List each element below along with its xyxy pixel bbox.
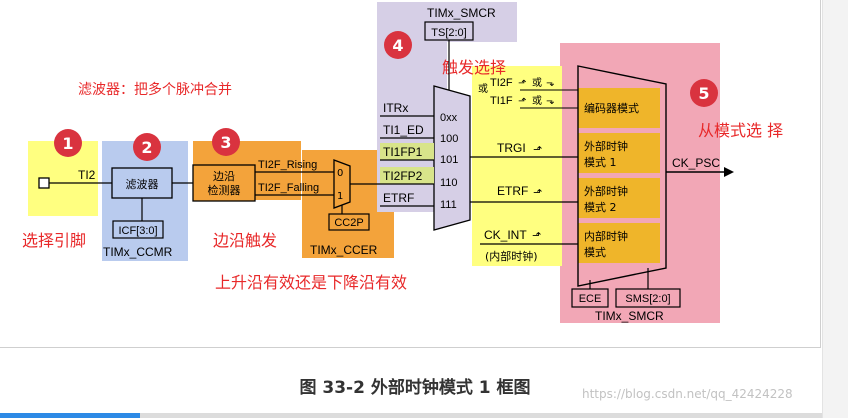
ece-label: ECE [579, 293, 602, 305]
polarity-mux-0: 0 [337, 168, 343, 179]
step-circle-5: 5 [690, 79, 718, 107]
mux-input-ti1-ed: TI1_ED [383, 123, 424, 137]
enc-in-ti2f: TI2F [490, 77, 513, 89]
content-frame [0, 0, 821, 348]
trigger-mux-code-1: 100 [440, 133, 458, 145]
enc-in-or-2: 或 [532, 95, 542, 107]
trigger-mux-code-4: 111 [440, 199, 457, 211]
ti2fp2-highlight [380, 167, 434, 184]
ck-int-edge-icon: ⬏ [532, 229, 541, 242]
step-circle-2-label: 2 [141, 138, 152, 157]
figure-caption: 图 33-2 外部时钟模式 1 框图 [299, 378, 531, 398]
enc-in-ti2f-edge2: ⬎ [546, 78, 554, 89]
etrf-label: ETRF [497, 184, 528, 198]
ext-clk1-line1: 外部时钟 [584, 139, 628, 153]
ext-clk1-line2: 模式 1 [584, 156, 617, 169]
ck-psc-arrowhead [724, 167, 734, 177]
edge-detector-box [192, 164, 256, 202]
trigger-mux-code-0: 0xx [440, 112, 458, 124]
cc2p-label: CC2P [334, 217, 363, 229]
icf-box [112, 220, 164, 239]
trgi-label: TRGI [497, 141, 526, 155]
sms-box [615, 288, 681, 308]
region-slave-inputs [472, 66, 562, 266]
mux-input-ti2fp2: TI2FP2 [383, 169, 423, 183]
step-circle-5-label: 5 [698, 84, 709, 103]
enc-in-or-1: 或 [532, 77, 542, 89]
enc-in-ti1f-edge2: ⬎ [546, 96, 554, 107]
annotation-select-pin: 选择引脚 [22, 231, 86, 250]
step-circle-1: 1 [54, 129, 82, 157]
polarity-mux [333, 159, 351, 209]
enc-in-ti1f-edge: ⬏ [518, 96, 526, 107]
encoder-mode-label: 编码器模式 [584, 101, 639, 115]
ti2f-falling-label: TI2F_Falling [258, 182, 319, 194]
step-circle-3: 3 [212, 128, 240, 156]
edge-detector-line2: 检测器 [208, 183, 241, 197]
timx-smcr-bottom-label: TIMx_SMCR [595, 309, 664, 323]
trgi-edge-icon: ⬏ [533, 143, 542, 156]
ext-clk2-block [578, 178, 660, 218]
polarity-mux-1: 1 [337, 191, 343, 202]
enc-in-ti1f: TI1F [490, 95, 513, 107]
mux-input-etrf: ETRF [383, 191, 414, 205]
ck-psc-label: CK_PSC [672, 156, 720, 170]
timx-smcr-top-label: TIMx_SMCR [427, 6, 496, 20]
ti2f-rising-label: TI2F_Rising [258, 159, 317, 171]
ck-int-label: CK_INT [484, 228, 527, 242]
step-circle-1-label: 1 [62, 134, 73, 153]
filter-box-label: 滤波器 [126, 178, 159, 191]
filter-box [111, 167, 173, 199]
watermark: https://blog.csdn.net/qq_42424228 [582, 387, 793, 401]
region-filter [102, 141, 188, 261]
step-circle-4: 4 [384, 31, 412, 59]
int-clk-line2: 模式 [584, 246, 606, 259]
step-circle-2: 2 [133, 133, 161, 161]
mux-input-itrx: ITRx [383, 101, 408, 115]
progress-indicator [0, 413, 140, 418]
int-clk-line1: 内部时钟 [584, 229, 628, 243]
ext-clk2-line2: 模式 2 [584, 201, 617, 214]
sms-label: SMS[2:0] [625, 293, 670, 305]
ext-clk1-block [578, 133, 660, 173]
or-word-left: 或 [478, 83, 488, 95]
etrf-edge-icon: ⬏ [533, 186, 542, 199]
timx-ccer-label: TIMx_CCER [310, 243, 378, 257]
annotation-edge-valid: 上升沿有效还是下降沿有效 [215, 273, 407, 292]
encoder-mode-block [578, 88, 660, 128]
icf-label: ICF[3:0] [118, 225, 157, 237]
ti2-label: TI2 [78, 168, 96, 182]
internal-clock-paren: (内部时钟) [485, 249, 538, 263]
ext-clk2-line1: 外部时钟 [584, 184, 628, 198]
ti2-pin-square [38, 177, 50, 189]
progress-track [140, 413, 822, 418]
edge-detector-line1: 边沿 [213, 170, 235, 183]
mux-input-ti1fp1: TI1FP1 [383, 145, 423, 159]
enc-in-ti2f-edge: ⬏ [518, 78, 526, 89]
step-circle-4-label: 4 [392, 36, 403, 55]
ti1fp1-highlight [380, 143, 434, 160]
ece-box [571, 288, 609, 308]
annotation-filter: 滤波器：把多个脉冲合并 [78, 81, 232, 98]
int-clk-block [578, 223, 660, 263]
trigger-mux-code-2: 101 [440, 154, 458, 166]
timx-ccmr-label: TIMx_CCMR [103, 245, 173, 259]
cc2p-box [328, 213, 370, 231]
annotation-slave-mode-select: 从模式选 择 [698, 121, 783, 140]
annotation-trigger-select: 触发选择 [442, 58, 506, 77]
step-circle-3-label: 3 [220, 133, 231, 152]
vertical-scrollbar[interactable] [822, 0, 848, 418]
ts-label: TS[2:0] [431, 27, 466, 39]
annotation-edge-trigger: 边沿触发 [213, 231, 277, 250]
trigger-mux-code-3: 110 [440, 177, 458, 189]
slave-mode-mux [577, 65, 667, 287]
